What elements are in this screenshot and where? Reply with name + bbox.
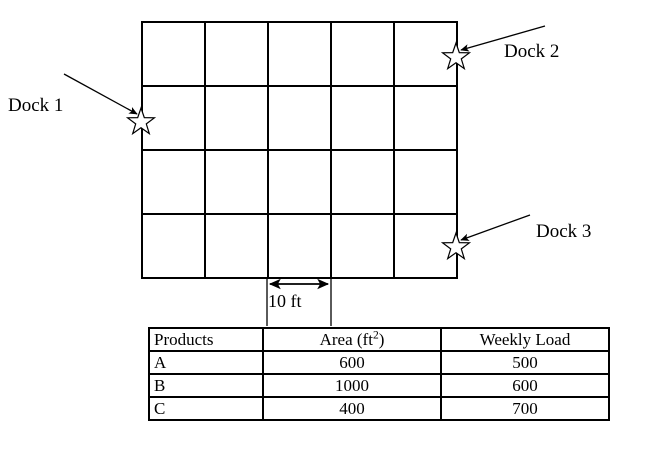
table-header-row: Products Area (ft2) Weekly Load [148, 327, 610, 352]
grid-cell [143, 151, 206, 215]
grid-cell [395, 87, 458, 151]
cell-area: 400 [262, 396, 442, 421]
dock-2-label: Dock 2 [504, 41, 560, 62]
grid-cell [206, 87, 269, 151]
table-row: B 1000 600 [148, 373, 610, 398]
facility-grid [141, 21, 458, 279]
cell-product: B [148, 373, 264, 398]
cell-product: C [148, 396, 264, 421]
table-row: A 600 500 [148, 350, 610, 375]
grid-cell [395, 215, 458, 279]
header-area-superscript: 2 [372, 328, 379, 342]
grid-cell [206, 215, 269, 279]
grid-cell [332, 87, 395, 151]
grid-cell [206, 23, 269, 87]
table-row: C 400 700 [148, 396, 610, 421]
dock-1-label: Dock 1 [8, 95, 64, 116]
cell-weekly-load: 500 [440, 350, 610, 375]
grid-cell [143, 215, 206, 279]
cell-dimension-label: 10 ft [268, 291, 302, 311]
grid-cell [395, 151, 458, 215]
products-table: Products Area (ft2) Weekly Load A 600 50… [148, 327, 610, 421]
grid-cell [143, 87, 206, 151]
grid-cell [143, 23, 206, 87]
cell-weekly-load: 600 [440, 373, 610, 398]
grid-cell [269, 215, 332, 279]
grid-cell [206, 151, 269, 215]
grid-cell [269, 87, 332, 151]
grid-cell [269, 151, 332, 215]
header-weekly-load: Weekly Load [440, 327, 610, 352]
cell-area: 1000 [262, 373, 442, 398]
dock-1-leader-arrow [63, 73, 138, 115]
header-products: Products [148, 327, 264, 352]
dock-3-label: Dock 3 [536, 221, 592, 242]
grid-cell [395, 23, 458, 87]
header-area-tail: ) [378, 330, 385, 349]
grid-cell [332, 215, 395, 279]
cell-area: 600 [262, 350, 442, 375]
header-area: Area (ft2) [262, 327, 442, 352]
cell-product: A [148, 350, 264, 375]
header-area-text: Area (ft [319, 330, 373, 349]
cell-weekly-load: 700 [440, 396, 610, 421]
grid-cell [332, 23, 395, 87]
grid-cell [269, 23, 332, 87]
dock-3-leader-arrow [460, 214, 531, 241]
grid-cell [332, 151, 395, 215]
